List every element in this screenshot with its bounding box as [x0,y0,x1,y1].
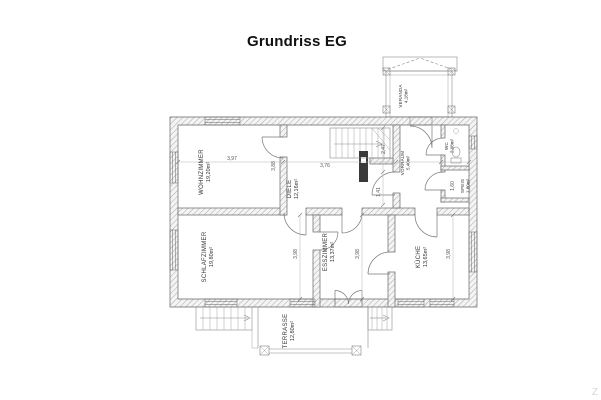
svg-text:19,20m²: 19,20m² [206,162,212,182]
door [424,171,444,191]
svg-text:SCHLAFZIMMER: SCHLAFZIMMER [202,231,208,282]
french-door [334,290,363,305]
window [468,135,478,150]
door [409,125,433,149]
room-label-vorraum: VORRAUM 5,40m² [400,151,411,175]
interior-walls [177,124,470,308]
doors [261,125,444,305]
watermark: Z [592,387,598,398]
veranda-posts [382,67,456,114]
steps-exterior-right [367,306,393,331]
dimension-lines [175,125,472,302]
toilet-icon [450,128,462,164]
svg-text:SPEIS: SPEIS [460,179,465,193]
dim-vorraum-upper: 2,47 [381,144,387,154]
door [425,137,444,156]
svg-text:12,80m²: 12,80m² [290,321,296,341]
room-label-veranda: VERANDA 4,18m² [398,84,409,107]
svg-text:VERANDA: VERANDA [398,84,403,107]
door [371,171,396,196]
dim-esszimmer-height: 3,98 [355,249,361,259]
svg-text:19,80m²: 19,80m² [209,247,215,267]
room-label-wohnzimmer: WOHNZIMMER 19,20m² [199,149,212,195]
dim-wohnzimmer-height: 3,88 [271,161,277,171]
door [261,136,284,159]
svg-text:13,37m²: 13,37m² [330,242,336,262]
svg-text:12,16m²: 12,16m² [294,179,300,199]
window [169,151,179,184]
window [169,229,179,271]
door [367,251,391,275]
window [289,298,316,308]
room-label-diele: DIELE 12,16m² [287,179,300,199]
svg-text:KÜCHE: KÜCHE [415,246,422,269]
stairs-exterior-left [195,306,258,349]
svg-text:ESSZIMMER: ESSZIMMER [323,232,329,271]
room-label-terrasse: TERRASSE 12,80m² [283,314,296,349]
room-label-esszimmer: ESSZIMMER 13,37m² [323,232,336,271]
window [468,231,478,273]
chimney [359,151,368,182]
dim-wohnzimmer-width: 3,97 [227,156,237,162]
room-label-schlafzimmer: SCHLAFZIMMER 19,80m² [202,231,215,282]
stairs-main [329,127,391,159]
svg-text:5,40m²: 5,40m² [406,156,411,171]
door-opening [409,116,433,126]
svg-text:4,18m²: 4,18m² [404,89,409,104]
svg-text:DIELE: DIELE [287,180,293,199]
dim-kueche-height: 3,98 [446,249,452,259]
dim-diele-width: 3,76 [320,163,330,169]
door [283,212,307,236]
svg-text:WC: WC [444,142,449,150]
svg-text:WOHNZIMMER: WOHNZIMMER [199,149,205,195]
svg-text:TERRASSE: TERRASSE [283,314,289,349]
door [414,214,438,238]
window [397,298,425,308]
page-title: Grundriss EG [247,33,347,50]
veranda [382,56,458,118]
door [341,212,363,234]
dim-vorraum-width: 1,41 [376,187,382,197]
room-label-kueche: KÜCHE 13,65m² [415,246,429,269]
svg-text:13,65m²: 13,65m² [423,247,429,267]
svg-text:VORRAUM: VORRAUM [400,151,405,175]
door [319,231,339,251]
windows [169,116,478,308]
window [429,298,455,308]
window [204,116,241,126]
room-label-wc: WC 2,08m² [444,139,455,154]
svg-text:2,08m²: 2,08m² [450,139,455,154]
room-label-speis: SPEIS 1,80m² [460,179,471,194]
dim-schlafzimmer-height: 3,98 [293,249,299,259]
terrace [257,307,369,356]
svg-text:1,80m²: 1,80m² [466,179,471,194]
dim-speis-height: 1,60 [450,181,456,191]
